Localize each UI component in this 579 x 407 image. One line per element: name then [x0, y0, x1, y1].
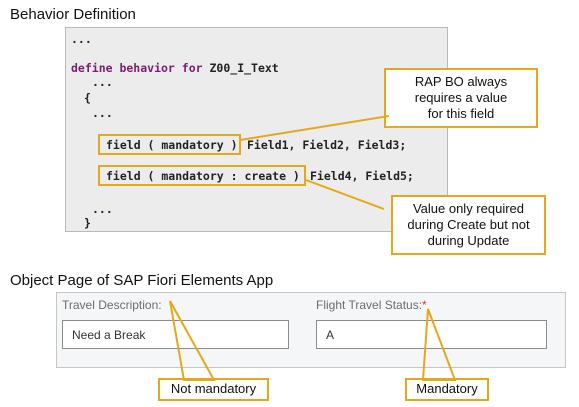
object-page-title: Object Page of SAP Fiori Elements App: [10, 272, 274, 289]
callout-mandatory-line-2: requires a value: [414, 89, 508, 105]
code-keyword-define: define behavior for: [71, 61, 203, 75]
code-line-ellipsis-1: ...: [71, 32, 92, 46]
code-line-ellipsis-4: ...: [92, 202, 113, 216]
callout-mandatory: RAP BO always requires a value for this …: [384, 68, 538, 128]
code-line-define: define behavior for Z00_I_Text: [71, 61, 279, 75]
travel-description-label: Travel Description:: [62, 298, 162, 312]
required-asterisk: *: [422, 298, 427, 312]
code-field-list-1: Field1, Field2, Field3;: [247, 138, 407, 152]
callout-create-line-1: Value only required: [412, 200, 525, 216]
flight-travel-status-label-text: Flight Travel Status:: [316, 298, 423, 312]
callout-mandatory-line-1: RAP BO always: [414, 73, 508, 89]
code-field-list-2: Field4, Field5;: [310, 169, 414, 183]
code-line-ellipsis-2: ...: [92, 75, 113, 89]
callout-create: Value only required during Create but no…: [391, 195, 546, 255]
callout-create-line-2: during Create but not: [407, 216, 530, 232]
callout-mandatory-label: Mandatory: [405, 378, 489, 401]
code-open-brace: {: [84, 91, 91, 105]
behavior-definition-title: Behavior Definition: [10, 6, 136, 23]
highlight-mandatory: [98, 134, 241, 155]
flight-travel-status-label: Flight Travel Status:*: [316, 298, 427, 312]
callout-not-mandatory: Not mandatory: [158, 378, 269, 401]
flight-travel-status-input[interactable]: A: [316, 320, 547, 349]
code-field-mandatory-create: field ( mandatory : create ): [106, 169, 300, 183]
code-close-brace: }: [84, 216, 91, 230]
callout-mandatory-line-3: for this field: [427, 106, 495, 122]
callout-create-line-3: during Update: [427, 233, 510, 249]
code-entity-name: Z00_I_Text: [209, 61, 279, 75]
code-line-ellipsis-3: ...: [92, 106, 113, 120]
highlight-mandatory-create: [98, 165, 306, 186]
code-field-mandatory: field ( mandatory ): [106, 138, 238, 152]
travel-description-input[interactable]: Need a Break: [62, 320, 289, 349]
